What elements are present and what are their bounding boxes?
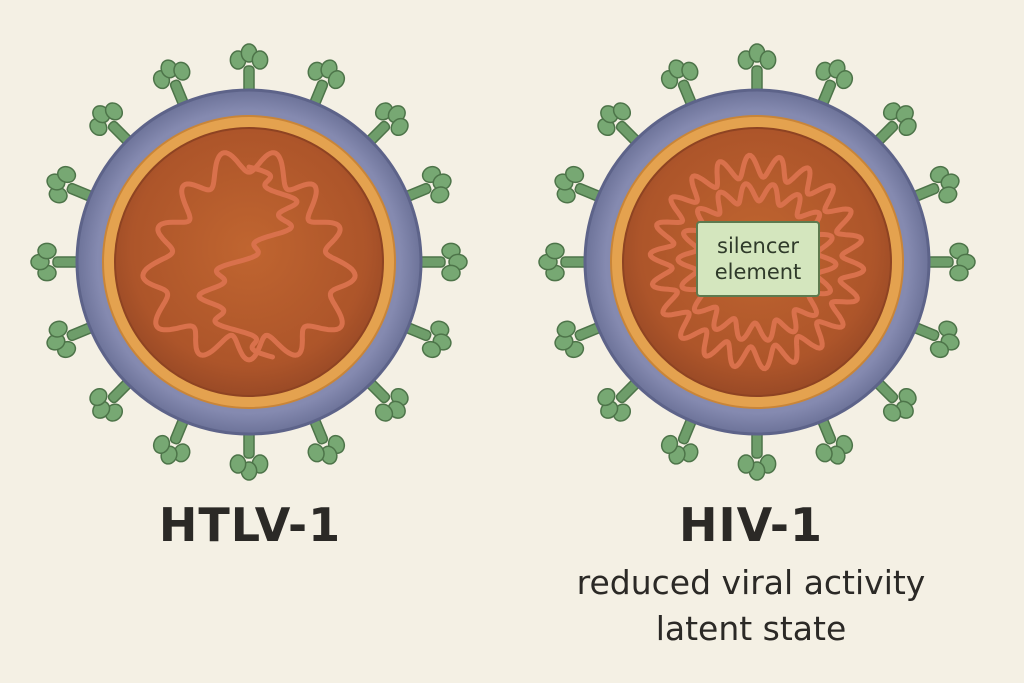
- hiv1-label: HIV-1: [679, 498, 823, 552]
- silencer-element-label: silencer element: [696, 221, 820, 297]
- glycoprotein-spike-icon: [229, 427, 269, 481]
- glycoprotein-spike-icon: [46, 320, 98, 359]
- glycoprotein-spike-icon: [30, 242, 84, 282]
- rna-genome-ring: [647, 152, 867, 372]
- glycoprotein-spike-icon: [737, 427, 777, 481]
- htlv1-label: HTLV-1: [158, 498, 342, 552]
- silencer-line-2: element: [714, 260, 802, 284]
- glycoprotein-spike-icon: [400, 165, 452, 204]
- glycoprotein-spike-icon: [414, 242, 468, 282]
- rna-genome-coil: [140, 150, 358, 363]
- htlv1-virus-particle: [30, 43, 468, 481]
- glycoprotein-spike-icon: [538, 242, 592, 282]
- hiv1-caption-line-2: latent state: [655, 609, 847, 648]
- glycoprotein-spike-icon: [229, 43, 269, 97]
- glycoprotein-spike-icon: [815, 413, 854, 465]
- glycoprotein-spikes: [30, 43, 468, 481]
- glycoprotein-spike-icon: [908, 165, 960, 204]
- silencer-line-1: silencer: [717, 233, 799, 258]
- glycoprotein-spike-icon: [922, 242, 976, 282]
- glycoprotein-spike-icon: [737, 43, 777, 97]
- hiv1-caption-line-1: reduced viral activity: [576, 563, 926, 602]
- rna-genome-s-strand: [196, 164, 300, 360]
- glycoprotein-spike-icon: [152, 59, 191, 111]
